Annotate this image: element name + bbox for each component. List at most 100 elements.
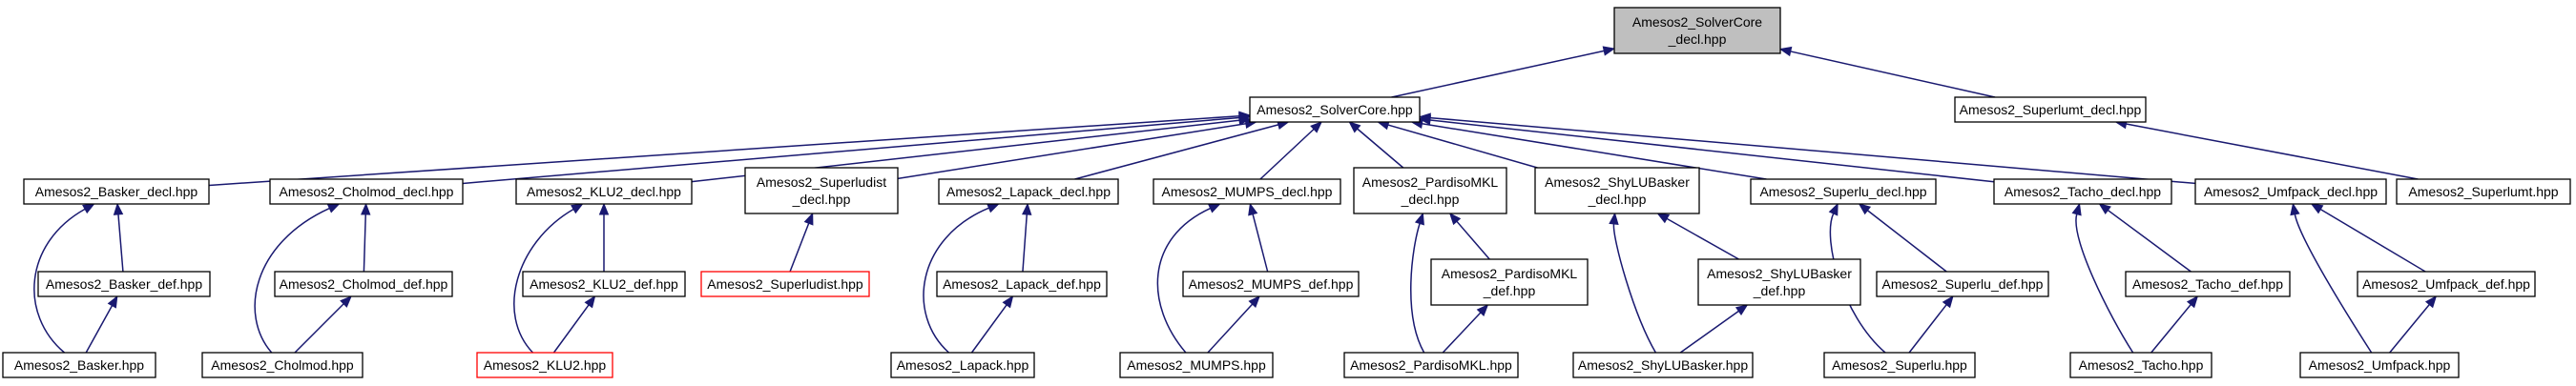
edge-tacho_def-to-tacho_decl [2098,203,2192,273]
node-box[interactable] [2125,271,2291,297]
node-label: Amesos2_KLU2.hpp [484,357,607,373]
node-pardiso_def[interactable]: Amesos2_PardisoMKL_def.hpp [1430,258,1589,306]
node-root[interactable]: Amesos2_SolverCore_decl.hpp [1613,7,1781,54]
node-box[interactable] [1249,96,1421,123]
node-solvercore[interactable]: Amesos2_SolverCore.hpp [1249,96,1421,123]
edge-solvercore-to-root [1391,46,1616,98]
node-superlu_decl[interactable]: Amesos2_Superlu_decl.hpp [1750,178,1937,205]
edge-basker_def-to-basker_decl [113,202,124,273]
node-box[interactable] [1153,178,1341,205]
arrowhead-icon [1022,202,1032,215]
edge-line [1357,128,1404,169]
node-box[interactable] [700,271,870,297]
node-cholmod[interactable]: Amesos2_Cholmod.hpp [201,352,364,378]
node-box[interactable] [201,352,364,378]
node-umfpack[interactable]: Amesos2_Umfpack.hpp [2299,352,2460,378]
node-cholmod_decl[interactable]: Amesos2_Cholmod_decl.hpp [269,178,464,205]
node-box[interactable] [1430,258,1589,306]
node-tacho[interactable]: Amesos2_Tacho.hpp [2069,352,2212,378]
edge-superlumt_decl-to-root [1778,46,1996,98]
node-cholmod_def[interactable]: Amesos2_Cholmod_def.hpp [274,271,453,297]
node-box[interactable] [1697,258,1861,306]
arrowhead-icon [1858,203,1872,215]
node-shylu_decl[interactable]: Amesos2_ShyLUBasker_decl.hpp [1534,167,1700,214]
arrowhead-icon [2098,203,2111,215]
node-label: Amesos2_Superludist.hpp [707,276,863,292]
node-box[interactable] [476,352,613,378]
edge-umfpack-to-umfpack_decl [2290,202,2373,354]
node-label: Amesos2_ShyLUBasker [1707,266,1852,281]
node-box[interactable] [2357,271,2536,297]
edge-line [1679,310,1739,354]
node-superlumt_decl[interactable]: Amesos2_Superlumt_decl.hpp [1954,96,2147,123]
node-superludist[interactable]: Amesos2_Superludist.hpp [700,271,870,297]
edge-line [513,208,574,354]
node-pardiso_decl[interactable]: Amesos2_PardisoMKL_decl.hpp [1353,167,1507,214]
node-lapack_decl[interactable]: Amesos2_Lapack_decl.hpp [938,178,1119,205]
node-box[interactable] [2396,178,2571,205]
node-lapack[interactable]: Amesos2_Lapack.hpp [890,352,1035,378]
node-klu2_def[interactable]: Amesos2_KLU2_def.hpp [522,271,686,297]
node-shylu[interactable]: Amesos2_ShyLUBasker.hpp [1572,352,1754,378]
edge-line [2294,213,2373,354]
node-box[interactable] [515,178,693,205]
node-box[interactable] [2,352,156,378]
node-tacho_def[interactable]: Amesos2_Tacho_def.hpp [2125,271,2291,297]
arrowhead-icon [803,212,814,226]
node-box[interactable] [1954,96,2147,123]
arrowhead-icon [1656,213,1671,224]
edge-line [1156,207,1211,354]
node-box[interactable] [2069,352,2212,378]
node-box[interactable] [1823,352,1976,378]
node-superlumt[interactable]: Amesos2_Superlumt.hpp [2396,178,2571,205]
node-box[interactable] [1993,178,2172,205]
arrowhead-icon [340,295,352,308]
node-box[interactable] [1343,352,1519,378]
node-box[interactable] [269,178,464,205]
edge-line [254,207,330,354]
node-superlu_def[interactable]: Amesos2_Superlu_def.hpp [1876,271,2049,297]
node-shylu_def[interactable]: Amesos2_ShyLUBasker _def.hpp [1697,258,1861,306]
node-box[interactable] [1750,178,1937,205]
node-klu2_decl[interactable]: Amesos2_KLU2_decl.hpp [515,178,693,205]
arrowhead-icon [2071,202,2082,216]
node-pardiso[interactable]: Amesos2_PardisoMKL.hpp [1343,352,1519,378]
node-umfpack_def[interactable]: Amesos2_Umfpack_def.hpp [2357,271,2536,297]
node-klu2[interactable]: Amesos2_KLU2.hpp [476,352,613,378]
node-box[interactable] [936,271,1108,297]
node-box[interactable] [1876,271,2049,297]
node-box[interactable] [2194,178,2387,205]
node-box[interactable] [1572,352,1754,378]
node-tacho_decl[interactable]: Amesos2_Tacho_decl.hpp [1993,178,2172,205]
node-lapack_def[interactable]: Amesos2_Lapack_def.hpp [936,271,1108,297]
node-basker_decl[interactable]: Amesos2_Basker_decl.hpp [23,178,210,205]
node-box[interactable] [744,167,899,214]
edge-line [462,116,1240,185]
node-box[interactable] [1182,271,1360,297]
arrowhead-icon [1602,46,1616,56]
node-superlu[interactable]: Amesos2_Superlu.hpp [1823,352,1976,378]
node-box[interactable] [37,271,211,297]
node-superludist_decl[interactable]: Amesos2_Superludist_decl.hpp [744,167,899,214]
node-label: _def.hpp [1753,283,1806,298]
node-mumps_decl[interactable]: Amesos2_MUMPS_decl.hpp [1153,178,1341,205]
node-basker[interactable]: Amesos2_Basker.hpp [2,352,156,378]
node-box[interactable] [23,178,210,205]
node-box[interactable] [274,271,453,297]
edge-cholmod-to-cholmod_def [294,295,352,354]
node-label: _def.hpp [1483,283,1536,298]
node-basker_def[interactable]: Amesos2_Basker_def.hpp [37,271,211,297]
node-umfpack_decl[interactable]: Amesos2_Umfpack_decl.hpp [2194,178,2387,205]
node-box[interactable] [938,178,1119,205]
node-mumps[interactable]: Amesos2_MUMPS.hpp [1119,352,1274,378]
node-mumps_def[interactable]: Amesos2_MUMPS_def.hpp [1182,271,1360,297]
node-box[interactable] [890,352,1035,378]
node-box[interactable] [522,271,686,297]
node-label: _decl.hpp [1588,192,1647,207]
node-box[interactable] [1353,167,1507,214]
node-box[interactable] [2299,352,2460,378]
node-box[interactable] [1119,352,1274,378]
node-box[interactable] [1613,7,1781,54]
node-box[interactable] [1534,167,1700,214]
edge-line [1074,124,1279,180]
